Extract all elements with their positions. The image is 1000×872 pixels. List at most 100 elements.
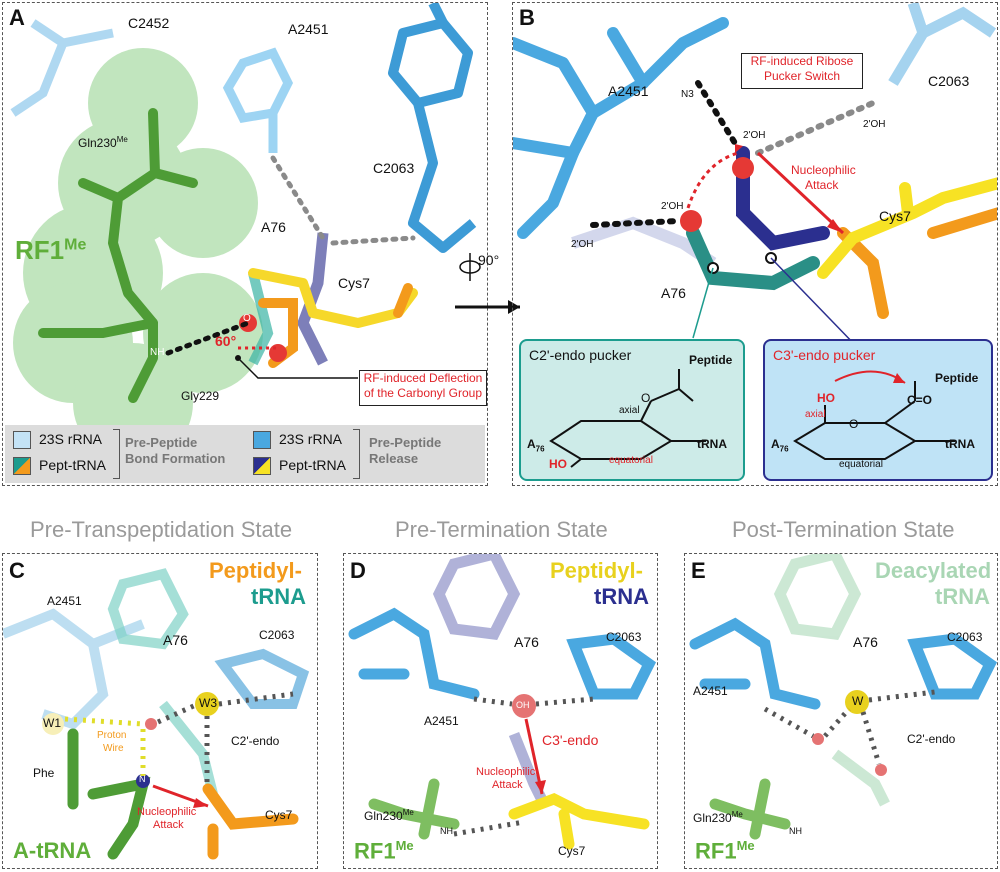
panel-c: C Peptidyl- tRNA A2451 A76 C2063 W1 W3 P… bbox=[2, 553, 318, 869]
c2-axial-label: axial bbox=[619, 405, 640, 416]
a2451-label: A2451 bbox=[288, 21, 329, 37]
c2-ho-label: HO bbox=[549, 457, 567, 471]
panel-c-structure bbox=[3, 568, 310, 860]
legend-swatch-pept-orange-teal bbox=[13, 457, 31, 475]
legend-bracket-right bbox=[353, 429, 360, 479]
e-c2063-label: C2063 bbox=[947, 630, 983, 644]
d-nucleophilic-label: Nucleophilic bbox=[476, 766, 536, 778]
c2-equatorial-label: equatorial bbox=[609, 455, 653, 466]
d-title-1: Peptidyl- bbox=[550, 558, 643, 583]
rotation-label: 90° bbox=[478, 252, 500, 268]
d-a76-label: A76 bbox=[514, 634, 539, 650]
e-w-label: W bbox=[852, 694, 864, 708]
e-c2endo-label: C2'-endo bbox=[907, 732, 956, 746]
panel-e-letter: E bbox=[691, 558, 706, 583]
c3-o-label: O bbox=[849, 417, 859, 431]
c-title-2: tRNA bbox=[251, 584, 306, 609]
panel-c-letter: C bbox=[9, 558, 25, 583]
state-pre-transpeptidation: Pre-Transpeptidation State bbox=[30, 517, 293, 542]
d-title-2: tRNA bbox=[594, 584, 649, 609]
c3-peptide-label: Peptide bbox=[935, 371, 979, 385]
atrna-label: A-tRNA bbox=[13, 838, 92, 863]
legend-left-item-1: 23S rRNA bbox=[39, 431, 103, 447]
d-a2451-label: A2451 bbox=[424, 714, 459, 728]
b-a2451-label: A2451 bbox=[608, 83, 649, 99]
c3-ho-label: HO bbox=[817, 391, 835, 405]
c2-endo-box: C2'-endo pucker Peptide O axial A76 tRNA… bbox=[519, 339, 745, 481]
state-post-termination: Post-Termination State bbox=[732, 517, 955, 542]
e-title-2: tRNA bbox=[935, 584, 990, 609]
legend-swatch-rrna-light bbox=[13, 431, 31, 449]
a76-label: A76 bbox=[261, 219, 286, 235]
panel-d-letter: D bbox=[350, 558, 366, 583]
panel-d: D Peptidyl- tRNA A76 C2063 A2451 OH C3'-… bbox=[343, 553, 658, 869]
state-pre-termination: Pre-Termination State bbox=[395, 517, 608, 542]
c2-endo-title: C2'-endo pucker bbox=[529, 347, 632, 363]
e-a2451-label: A2451 bbox=[693, 684, 728, 698]
wire-label: Wire bbox=[103, 743, 124, 754]
c-c2063-label: C2063 bbox=[259, 628, 295, 642]
c3-a76-label: A76 bbox=[771, 437, 789, 454]
panel-a: A C2452 A2451 Gln230Me C2063 A76 RF1Me C… bbox=[2, 2, 488, 486]
w1-label: W1 bbox=[43, 716, 61, 730]
c3-co-label: C=O bbox=[907, 393, 933, 407]
attack-label: Attack bbox=[805, 178, 839, 192]
c3-equatorial-label: equatorial bbox=[839, 459, 883, 470]
c2-a76-label: A76 bbox=[527, 437, 545, 454]
b-a76-label: A76 bbox=[661, 285, 686, 301]
angle-label: 60° bbox=[215, 333, 237, 349]
oh-label-2: 2'OH bbox=[743, 130, 766, 141]
d-nh-label: NH bbox=[440, 826, 453, 836]
c-a76-label: A76 bbox=[163, 632, 188, 648]
c3-axial-label: axial bbox=[805, 409, 826, 420]
c3-endo-title: C3'-endo pucker bbox=[773, 347, 876, 363]
c-c2endo-label: C2'-endo bbox=[231, 734, 280, 748]
c3-trna-label: tRNA bbox=[945, 437, 975, 451]
rotation-arrow bbox=[455, 253, 520, 314]
c2452-label: C2452 bbox=[128, 15, 170, 31]
nh-label: NH bbox=[150, 347, 165, 358]
phe-label: Phe bbox=[33, 766, 55, 780]
cys7-label: Cys7 bbox=[338, 275, 370, 291]
oh-label-1: 2'OH bbox=[863, 119, 886, 130]
c-cys7-label: Cys7 bbox=[265, 808, 293, 822]
legend-swatch-pept-navy-yellow bbox=[253, 457, 271, 475]
c-title-1: Peptidyl- bbox=[209, 558, 302, 583]
c2-endo-structure bbox=[549, 369, 706, 468]
e-rf1-label: RF1Me bbox=[695, 838, 755, 864]
proton-label: Proton bbox=[97, 730, 127, 741]
e-nh-label: NH bbox=[789, 826, 802, 836]
legend-right-item-1: 23S rRNA bbox=[279, 431, 343, 447]
d-c2063-label: C2063 bbox=[606, 630, 642, 644]
w3-label: W3 bbox=[199, 696, 217, 710]
n-label: N bbox=[139, 774, 146, 784]
panel-b-structure bbox=[513, 3, 997, 349]
b-c2063-label: C2063 bbox=[928, 73, 970, 89]
legend-right-item-2: Pept-tRNA bbox=[279, 457, 346, 473]
legend-left-item-2: Pept-tRNA bbox=[39, 457, 106, 473]
c3-endo-structure bbox=[793, 370, 955, 460]
c2-o-label: O bbox=[641, 391, 651, 405]
c-a2451-label: A2451 bbox=[47, 594, 82, 608]
c2-trna-label: tRNA bbox=[697, 437, 727, 451]
b-cys7-label: Cys7 bbox=[879, 208, 911, 224]
o-label: O bbox=[243, 313, 251, 324]
c2-peptide-label: Peptide bbox=[689, 353, 733, 367]
e-gln-label: Gln230Me bbox=[693, 810, 743, 825]
d-attack-label: Attack bbox=[492, 779, 523, 791]
c3-endo-box: C3'-endo pucker Peptide HO C=O axial O A… bbox=[763, 339, 993, 481]
e-a76-label: A76 bbox=[853, 634, 878, 650]
c3endo-label: C3'-endo bbox=[542, 732, 599, 748]
c2063-label: C2063 bbox=[373, 160, 415, 176]
panel-e: E Deacylated tRNA A76 C2063 A2451 W C2'-… bbox=[684, 553, 998, 869]
oh-label-4: 2'OH bbox=[571, 239, 594, 250]
d-oh-label: OH bbox=[516, 700, 530, 710]
d-rf1-label: RF1Me bbox=[354, 838, 414, 864]
panel-b-letter: B bbox=[519, 5, 535, 30]
legend-bracket-left bbox=[113, 429, 120, 479]
